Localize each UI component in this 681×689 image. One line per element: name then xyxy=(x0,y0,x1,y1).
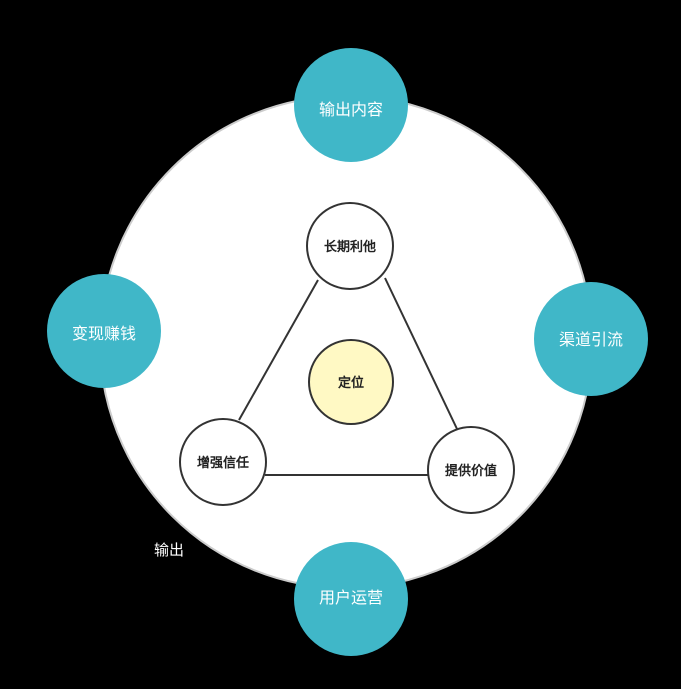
outer-node-top: 输出内容 xyxy=(294,48,408,162)
outer-node-top-label: 输出内容 xyxy=(319,100,383,119)
outer-node-left-label: 变现赚钱 xyxy=(72,324,136,343)
outer-node-left: 变现赚钱 xyxy=(47,274,161,388)
inner-node-right-label: 提供价值 xyxy=(445,463,497,479)
center-node-label: 定位 xyxy=(337,375,364,391)
free-label-output: 输出 xyxy=(154,541,184,559)
inner-node-top-label: 长期利他 xyxy=(324,239,376,255)
inner-node-left: 增强信任 xyxy=(179,418,267,506)
inner-node-right: 提供价值 xyxy=(427,426,515,514)
center-node: 定位 xyxy=(308,339,394,425)
inner-node-left-label: 增强信任 xyxy=(197,455,249,471)
edge-top-right xyxy=(384,277,459,432)
edge-top-left xyxy=(238,279,319,421)
outer-node-bottom: 用户运营 xyxy=(294,542,408,656)
outer-node-bottom-label: 用户运营 xyxy=(319,588,383,607)
outer-node-right-label: 渠道引流 xyxy=(559,330,623,349)
outer-node-right: 渠道引流 xyxy=(534,282,648,396)
inner-node-top: 长期利他 xyxy=(306,202,394,290)
